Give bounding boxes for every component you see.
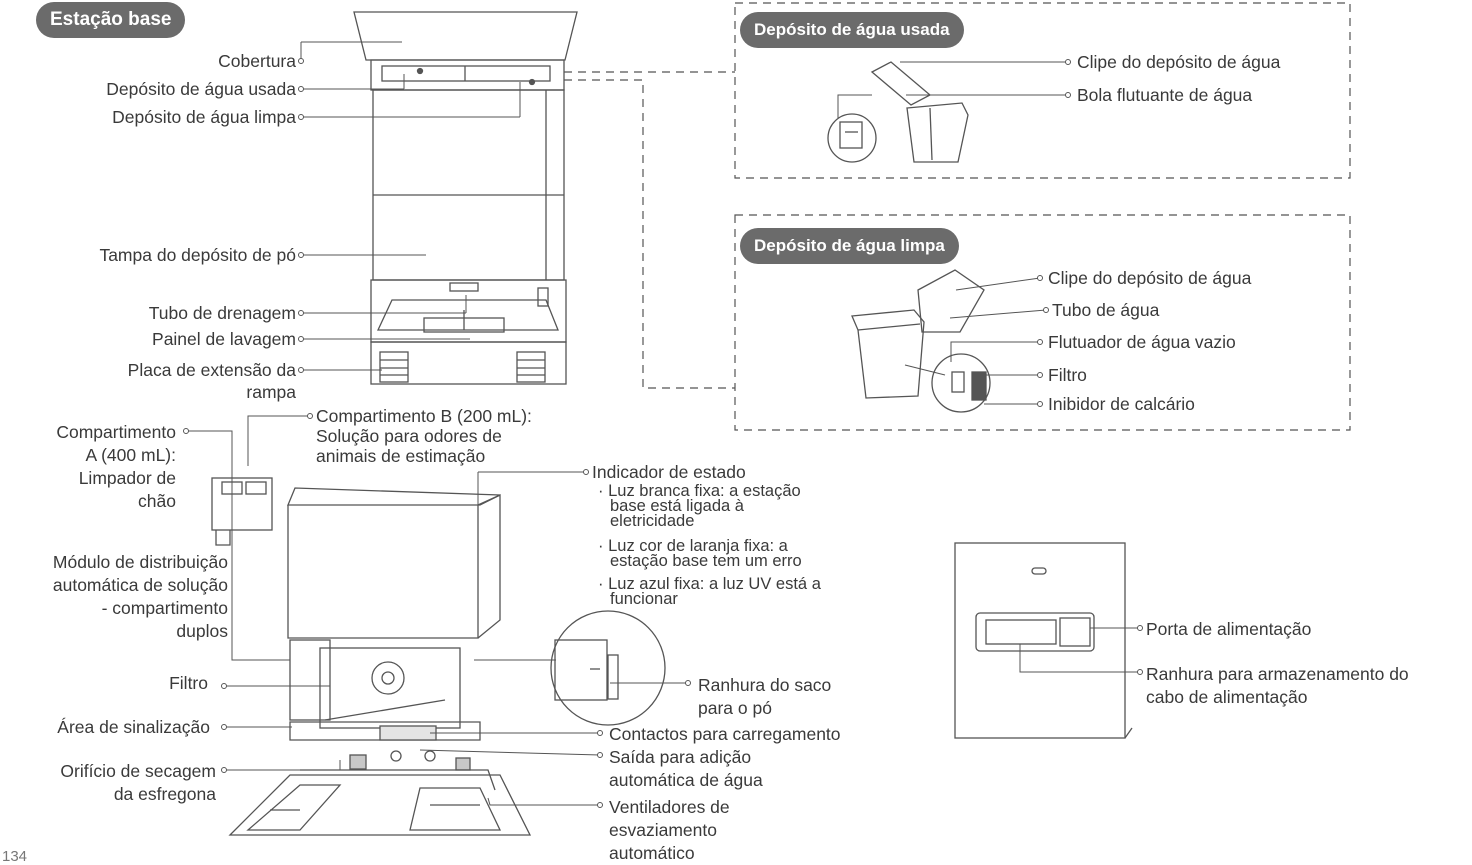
label-cable-slot: Ranhura para armazenamento do cabo de al… — [1146, 664, 1409, 707]
dirty-tank-drawing — [827, 61, 969, 163]
status-item-blue: · Luz azul fixa: a luz UV está a funcion… — [598, 575, 821, 608]
label-empty-float: Flutuador de água vazio — [1048, 332, 1236, 352]
status-item-orange: · Luz cor de laranja fixa: a estação bas… — [598, 537, 802, 570]
clean-tank-leaders — [904, 277, 1047, 405]
base-station-front-drawing — [353, 11, 578, 385]
clean-tank-drawing — [851, 269, 991, 413]
label-dirty-clip: Clipe do depósito de água — [1077, 52, 1281, 72]
base-station-iso-drawing — [228, 487, 532, 836]
label-power-port: Porta de alimentação — [1146, 619, 1312, 639]
label-mop-dry: Orifício de secagem da esfregona — [60, 761, 216, 804]
label-status-indicator: Indicador de estado — [592, 462, 746, 482]
status-item-white: · Luz branca fixa: a estação base está l… — [598, 482, 801, 530]
label-lower-filter: Filtro — [169, 673, 208, 693]
label-scale-inhibitor: Inibidor de calcário — [1048, 394, 1195, 414]
label-signal-area: Área de sinalização — [57, 717, 210, 737]
back-leaders — [1019, 627, 1140, 673]
label-drain-tube: Tubo de drenagem — [148, 303, 296, 323]
dual-compartment-drawing — [211, 477, 273, 546]
label-ramp-1: Placa de extensão da — [127, 360, 296, 380]
back-view-drawing — [954, 542, 1133, 739]
dashed-callouts — [564, 2, 1351, 431]
label-compartment-a: Compartimento A (400 mL): Limpador de ch… — [56, 422, 176, 511]
dirty-tank-leaders — [837, 61, 1068, 118]
label-ramp-2: rampa — [246, 382, 296, 402]
label-compartment-b: Compartimento B (200 mL): Solução para o… — [316, 406, 532, 466]
label-cover: Cobertura — [218, 51, 296, 71]
page-number: 134 — [2, 848, 28, 865]
label-dust-lid: Tampa do depósito de pó — [99, 245, 296, 265]
label-dirty-tank: Depósito de água usada — [106, 79, 296, 99]
label-dispensing-module: Módulo de distribuição automática de sol… — [52, 552, 228, 641]
dirty-tank-title: Depósito de água usada — [740, 12, 964, 48]
label-float-ball: Bola flutuante de água — [1077, 85, 1253, 105]
label-charging-contacts: Contactos para carregamento — [609, 724, 841, 744]
label-clean-clip: Clipe do depósito de água — [1048, 268, 1252, 288]
label-fans: Ventiladores de esvaziamento automático — [609, 797, 730, 863]
clean-tank-title: Depósito de água limpa — [740, 228, 959, 264]
lower-leader-lines — [186, 415, 688, 806]
label-water-tube: Tubo de água — [1052, 300, 1160, 320]
label-dust-bag-slot: Ranhura do saco para o pó — [698, 675, 832, 718]
label-water-outlet: Saída para adição automática de água — [609, 747, 763, 790]
top-leader-dots — [298, 58, 304, 373]
label-clean-tank: Depósito de água limpa — [112, 107, 296, 127]
label-clean-filter: Filtro — [1048, 365, 1087, 385]
label-wash-board: Painel de lavagem — [152, 329, 296, 349]
dust-slot-detail — [550, 610, 666, 726]
base-station-title: Estação base — [36, 2, 186, 38]
top-leader-lines — [300, 41, 521, 371]
